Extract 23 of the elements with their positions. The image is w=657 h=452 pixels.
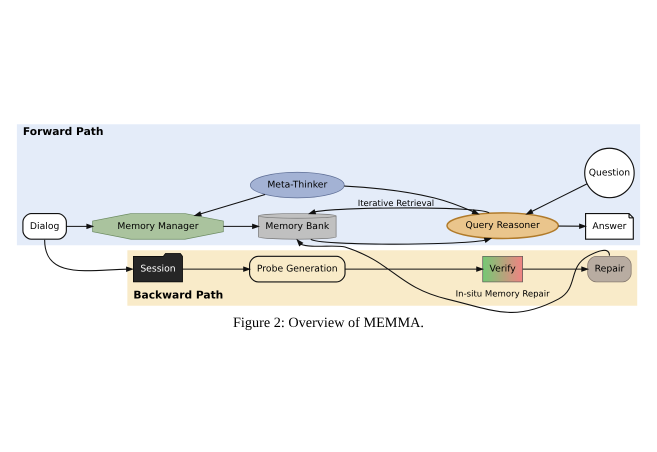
arrow	[182, 266, 252, 272]
node-box: Probe Generation	[249, 255, 346, 282]
arrow	[66, 223, 94, 229]
arrow	[223, 223, 260, 229]
edge-label: Iterative Retrieval	[358, 198, 434, 209]
arrow	[44, 239, 134, 272]
arrow	[310, 237, 492, 244]
arrow	[308, 206, 490, 214]
node-box: Dialog	[22, 212, 67, 240]
node-box: Verify	[482, 255, 523, 282]
arrow	[345, 266, 484, 272]
arrow	[525, 182, 588, 214]
node-box: Repair	[587, 255, 632, 282]
node-ellipse: Meta-Thinker	[250, 171, 345, 198]
arrow	[194, 194, 266, 216]
caption: Figure 2: Overview of MEMMA.	[233, 314, 424, 331]
arrow	[558, 222, 587, 228]
arrow	[522, 266, 590, 272]
arrow	[344, 185, 480, 214]
arrow	[296, 238, 610, 312]
node-ellipse: Query Reasoner	[446, 212, 560, 239]
node-circle: Question	[584, 147, 635, 198]
edge-label: In-situ Memory Repair	[456, 289, 550, 300]
